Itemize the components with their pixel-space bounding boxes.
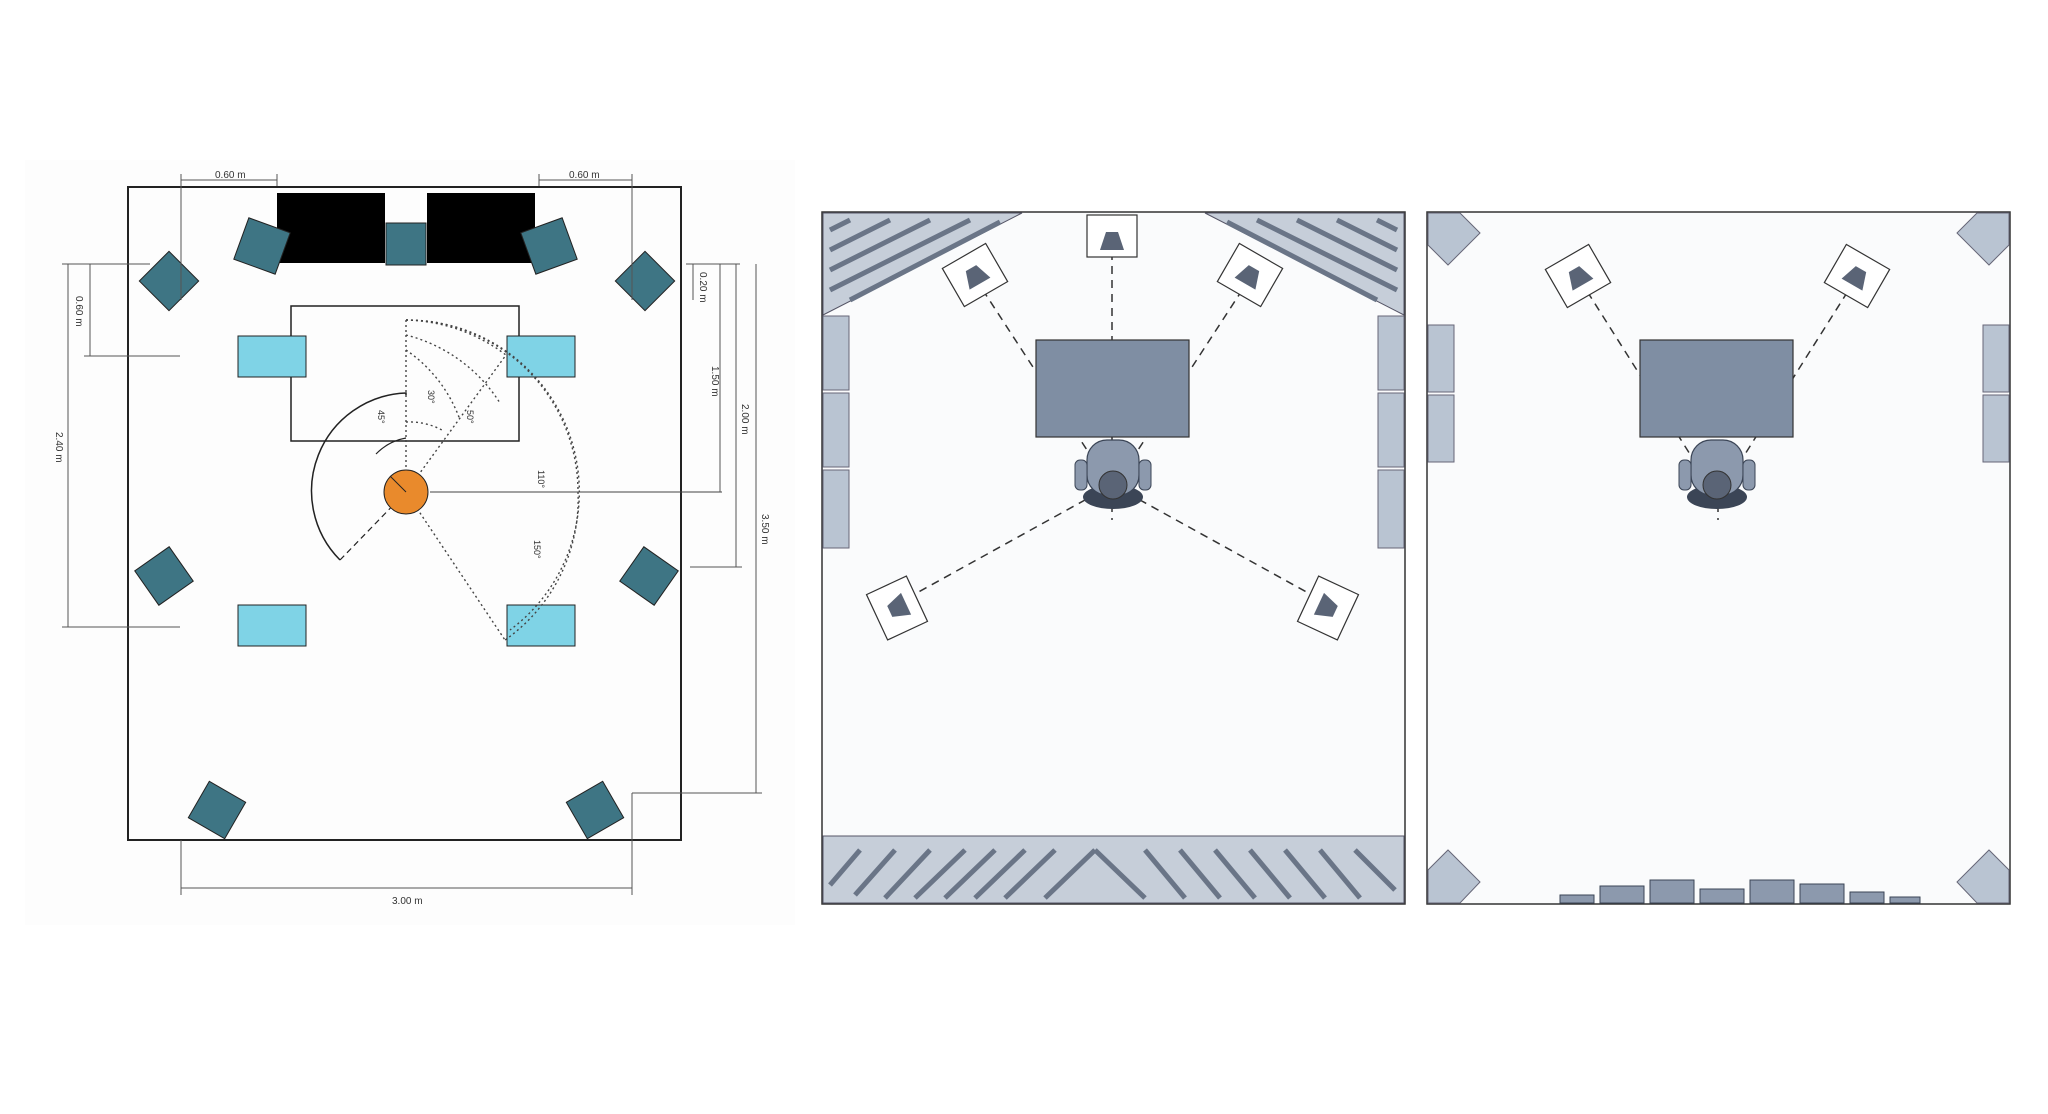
diffuser-top-left — [822, 212, 1023, 316]
height-speaker-rear-right — [506, 604, 576, 647]
speaker-icon-front-right — [1216, 242, 1284, 308]
angle-arc-inner — [375, 437, 407, 455]
speaker-icon-stereo-left — [1544, 243, 1612, 309]
monitor-left — [277, 193, 385, 263]
front-right-speaker — [520, 217, 578, 275]
floor-plan-background — [25, 160, 795, 925]
dim-label-bottom: 3.00 m — [392, 896, 423, 907]
dim-label-top-left: 0.60 m — [215, 170, 246, 181]
chair-icon-surround — [1074, 439, 1152, 509]
desk-stereo — [1639, 339, 1794, 438]
diffuser-back-wall — [822, 835, 1405, 904]
monitor-right — [427, 193, 535, 263]
floor-plan-panel: 30° 45° 50° 110° 150° — [25, 160, 795, 925]
angle-arcs-dotted — [405, 319, 581, 641]
wide-left-speaker — [138, 250, 200, 312]
speaker-icon-front-left — [941, 242, 1009, 308]
dim-label-left-long: 2.40 m — [53, 432, 64, 463]
angle-label-45: 45° — [376, 410, 386, 424]
diffuser-top-right — [1204, 212, 1405, 316]
rear-right-speaker — [565, 780, 625, 840]
desk-surround — [1035, 339, 1190, 438]
bass-trap-panels — [1427, 212, 2010, 904]
dim-label-left-short: 0.60 m — [73, 296, 84, 327]
chair-icon-stereo — [1678, 439, 1756, 509]
room-render-surround — [821, 211, 1406, 905]
room-render-stereo — [1426, 211, 2011, 905]
surround-left-speaker — [134, 546, 194, 606]
angle-label-150: 150° — [532, 540, 542, 559]
listener-heading — [389, 475, 407, 493]
angle-label-50: 50° — [465, 410, 475, 424]
speaker-icon-surround-right — [1296, 575, 1360, 641]
wide-right-speaker — [614, 250, 676, 312]
dimension-lines — [62, 174, 762, 895]
height-speaker-front-left — [237, 335, 307, 378]
speaker-icon-center — [1086, 214, 1138, 258]
angle-label-110: 110° — [536, 470, 546, 488]
height-speaker-front-right — [506, 335, 576, 378]
angle-arc-45 — [310, 392, 407, 561]
surround-render-panel — [821, 211, 1406, 905]
angle-label-30: 30° — [426, 390, 436, 404]
dim-label-right-3: 3.50 m — [759, 514, 770, 545]
surround-right-speaker — [619, 546, 679, 606]
dim-label-right-2: 2.00 m — [739, 404, 750, 435]
speaker-icon-stereo-right — [1823, 243, 1891, 309]
height-speaker-rear-left — [237, 604, 307, 647]
side-panels-surround — [822, 315, 1405, 549]
dim-label-top-right: 0.60 m — [569, 170, 600, 181]
room-outline — [127, 186, 682, 841]
rear-wall-objects — [1559, 879, 1921, 904]
speaker-icon-surround-left — [865, 575, 929, 641]
center-speaker — [385, 222, 427, 266]
front-left-speaker — [233, 217, 291, 275]
stereo-render-panel — [1426, 211, 2011, 905]
angle-ray-45 — [339, 491, 407, 561]
dim-label-right-1: 1.50 m — [709, 366, 720, 397]
rear-left-speaker — [187, 780, 247, 840]
dim-label-right-small: 0.20 m — [697, 272, 708, 303]
